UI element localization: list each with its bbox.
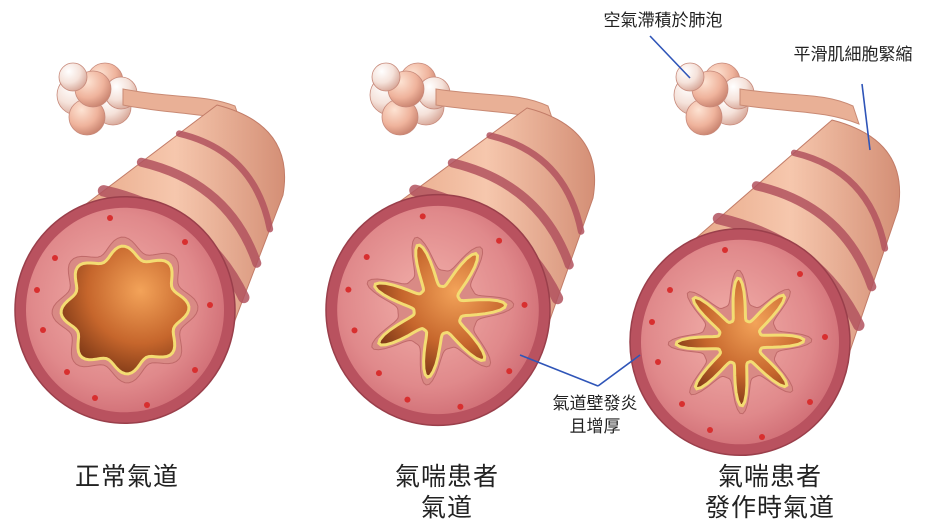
airway-lumen	[676, 278, 803, 405]
airway-panel-2	[630, 63, 900, 455]
blood-vessel-dot	[192, 367, 198, 373]
annotation-line: 平滑肌細胞緊縮	[778, 44, 928, 67]
blood-vessel-dot	[40, 327, 46, 333]
airway-panel-0	[15, 63, 285, 423]
blood-vessel-dot	[807, 399, 813, 405]
caption-line: 發作時氣道	[680, 493, 860, 523]
blood-vessel-dot	[506, 368, 512, 374]
caption-asthma-airway: 氣喘患者 氣道	[362, 462, 532, 523]
blood-vessel-dot	[107, 215, 113, 221]
annotation-line: 氣道壁發炎	[530, 393, 660, 416]
blood-vessel-dot	[822, 334, 828, 340]
annotation-line: 空氣滯積於肺泡	[578, 10, 748, 33]
blood-vessel-dot	[352, 327, 358, 333]
blood-vessel-dot	[667, 287, 673, 293]
blood-vessel-dot	[496, 238, 502, 244]
blood-vessel-dot	[144, 402, 150, 408]
alveolus-shape	[372, 63, 400, 91]
blood-vessel-dot	[182, 239, 188, 245]
blood-vessel-dot	[345, 287, 351, 293]
caption-line: 氣道	[362, 493, 532, 523]
blood-vessel-dot	[707, 427, 713, 433]
caption-asthma-attack-airway: 氣喘患者 發作時氣道	[680, 462, 860, 523]
blood-vessel-dot	[364, 254, 370, 260]
blood-vessel-dot	[457, 404, 463, 410]
annotation-muscle-contraction: 平滑肌細胞緊縮	[778, 44, 928, 67]
blood-vessel-dot	[376, 370, 382, 376]
airway-lumen	[61, 246, 189, 374]
blood-vessel-dot	[655, 359, 661, 365]
blood-vessel-dot	[522, 302, 528, 308]
caption-line: 氣喘患者	[680, 462, 860, 493]
blood-vessel-dot	[759, 434, 765, 440]
blood-vessel-dot	[34, 287, 40, 293]
annotation-wall-inflamed: 氣道壁發炎 且增厚	[530, 393, 660, 439]
caption-normal-airway: 正常氣道	[57, 462, 197, 493]
caption-line: 氣喘患者	[362, 462, 532, 493]
blood-vessel-dot	[649, 319, 655, 325]
blood-vessel-dot	[207, 302, 213, 308]
blood-vessel-dot	[420, 213, 426, 219]
annotation-air-trapped: 空氣滯積於肺泡	[578, 10, 748, 33]
blood-vessel-dot	[797, 271, 803, 277]
blood-vessel-dot	[404, 397, 410, 403]
leader-line	[650, 36, 690, 78]
blood-vessel-dot	[64, 369, 70, 375]
airway-panel-1	[326, 63, 595, 425]
alveolus-shape	[59, 63, 87, 91]
blood-vessel-dot	[52, 255, 58, 261]
caption-line: 正常氣道	[57, 462, 197, 493]
blood-vessel-dot	[722, 247, 728, 253]
blood-vessel-dot	[92, 395, 98, 401]
bronchiole-shape	[740, 89, 859, 124]
annotation-line: 且增厚	[530, 416, 660, 439]
blood-vessel-dot	[679, 401, 685, 407]
